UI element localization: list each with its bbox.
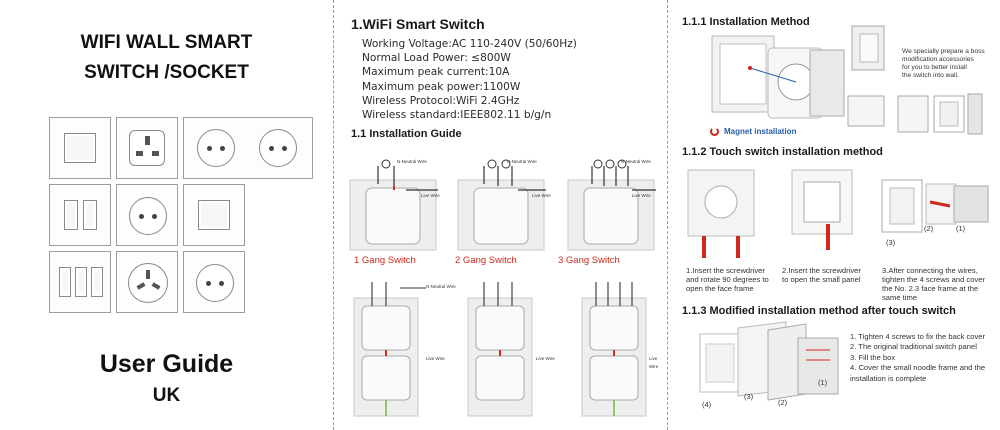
cover-panel: WIFI WALL SMART SWITCH /SOCKET xyxy=(0,0,333,430)
product-eu-socket xyxy=(116,184,178,246)
switch-button-icon xyxy=(64,200,78,230)
installation-note: We specially prepare a boss modification… xyxy=(902,48,985,79)
guide-subtitle: UK xyxy=(152,385,181,406)
panel-divider-right xyxy=(667,0,668,430)
modified-installation-steps: 1. Tighten 4 screws to fix the back cove… xyxy=(850,332,1000,384)
installation-method-title: 1.1.1 Installation Method xyxy=(682,16,810,28)
live-wire-label: Live Wire xyxy=(532,193,551,198)
live-wire-label: Live Wire xyxy=(421,193,440,198)
step-line: 4. Cover the small noodle frame and the xyxy=(850,363,986,373)
switch-button-icon xyxy=(83,200,97,230)
switch-button-icon xyxy=(64,133,96,163)
gang-label-3: 3 Gang Switch xyxy=(558,255,620,266)
spec-line: Normal Load Power: ≤800W xyxy=(362,52,511,65)
specs-panel: 1.WiFi Smart Switch Working Voltage:AC 1… xyxy=(334,0,667,430)
uk-socket-icon xyxy=(129,130,165,166)
eu-socket-icon xyxy=(197,129,235,167)
product-1gang-switch xyxy=(49,117,111,179)
installation-panel: 1.1.1 Installation Method Magnet install… xyxy=(668,0,1000,430)
product-universal-socket xyxy=(116,251,178,313)
step-line: 2. The original traditional switch panel xyxy=(850,342,977,352)
product-switch-eu-combo xyxy=(183,184,245,246)
step-line: installation is complete xyxy=(850,373,927,383)
touch-installation-illustration xyxy=(687,169,989,258)
eu-socket-icon xyxy=(196,264,234,302)
spec-list: Working Voltage:AC 110-240V (50/60Hz) No… xyxy=(362,37,577,122)
magnet-icon xyxy=(710,127,719,136)
wiring-diagram-row-1 xyxy=(348,158,658,253)
switch-button-icon xyxy=(91,267,103,297)
spec-line: Maximum peak current:10A xyxy=(362,66,510,79)
eu-socket-icon xyxy=(129,197,167,235)
live-wire-label: Live Wire xyxy=(426,356,445,361)
live-wire-label: Live Wire xyxy=(536,356,555,361)
wall-box-illustration xyxy=(847,25,885,127)
cover-title-line1: WIFI WALL SMART xyxy=(80,32,253,53)
switch-button-icon xyxy=(59,267,71,297)
live-wire-label: Live Wire xyxy=(649,356,659,369)
spec-line: Wireless standard:IEEE802.11 b/g/n xyxy=(362,109,552,122)
touch-step-1-caption: 1.Insert the screwdriver and rotate 90 d… xyxy=(686,266,769,293)
specs-title: 1.WiFi Smart Switch xyxy=(351,16,485,32)
cover-title-line2: SWITCH /SOCKET xyxy=(84,62,249,83)
gang-label-1: 1 Gang Switch xyxy=(354,255,416,266)
spec-line: Wireless Protocol:WiFi 2.4GHz xyxy=(362,94,520,107)
switch-button-icon xyxy=(198,200,230,230)
cover-title: WIFI WALL SMART SWITCH /SOCKET xyxy=(0,28,333,88)
universal-socket-icon xyxy=(128,263,168,303)
neutral-wire-label: N-Neutral Wire xyxy=(426,284,456,289)
part-number-label: (3) xyxy=(744,392,754,401)
panel-divider-left xyxy=(333,0,334,430)
guide-title: User Guide xyxy=(99,350,234,378)
part-number-label: (1) xyxy=(956,224,966,233)
frame-assembly-illustration xyxy=(897,93,983,135)
part-number-label: (2) xyxy=(778,398,788,407)
installation-method-illustration xyxy=(711,35,845,119)
neutral-wire-label: N-Neutral Wire xyxy=(397,159,427,164)
switch-button-icon xyxy=(75,267,87,297)
product-double-eu-socket xyxy=(183,117,313,179)
step-line: 3. Fill the box xyxy=(850,352,896,362)
eu-socket-icon xyxy=(259,129,297,167)
gang-label-2: 2 Gang Switch xyxy=(455,255,517,266)
part-number-label: (2) xyxy=(924,224,934,233)
step-line: 1. Tighten 4 screws to fix the back cove… xyxy=(850,332,986,341)
product-3gang-switch xyxy=(49,251,111,313)
spec-line: Maximum peak power:1100W xyxy=(362,80,521,93)
product-eu-combo-lower xyxy=(183,251,245,313)
touch-step-2-caption: 2.Insert the screwdriver to open the sma… xyxy=(782,266,861,284)
install-guide-title: 1.1 Installation Guide xyxy=(351,128,462,140)
product-2gang-switch xyxy=(49,184,111,246)
wiring-diagram-row-2 xyxy=(348,276,658,422)
spec-line: Working Voltage:AC 110-240V (50/60Hz) xyxy=(362,38,577,50)
product-uk-socket xyxy=(116,117,178,179)
live-wire-label: Live Wire xyxy=(632,193,651,198)
part-number-label: (1) xyxy=(818,378,828,387)
touch-step-3-caption: 3.After connecting the wires, tighten th… xyxy=(882,266,985,302)
modified-installation-title: 1.1.3 Modified installation method after… xyxy=(682,305,956,317)
magnet-installation-label: Magnet installation xyxy=(724,127,797,136)
neutral-wire-label: N-Neutral Wire xyxy=(621,159,651,164)
neutral-wire-label: N-Neutral Wire xyxy=(507,159,537,164)
modified-installation-illustration xyxy=(699,321,839,401)
touch-installation-title: 1.1.2 Touch switch installation method xyxy=(682,146,883,158)
part-number-label: (3) xyxy=(886,238,896,247)
part-number-label: (4) xyxy=(702,400,712,409)
